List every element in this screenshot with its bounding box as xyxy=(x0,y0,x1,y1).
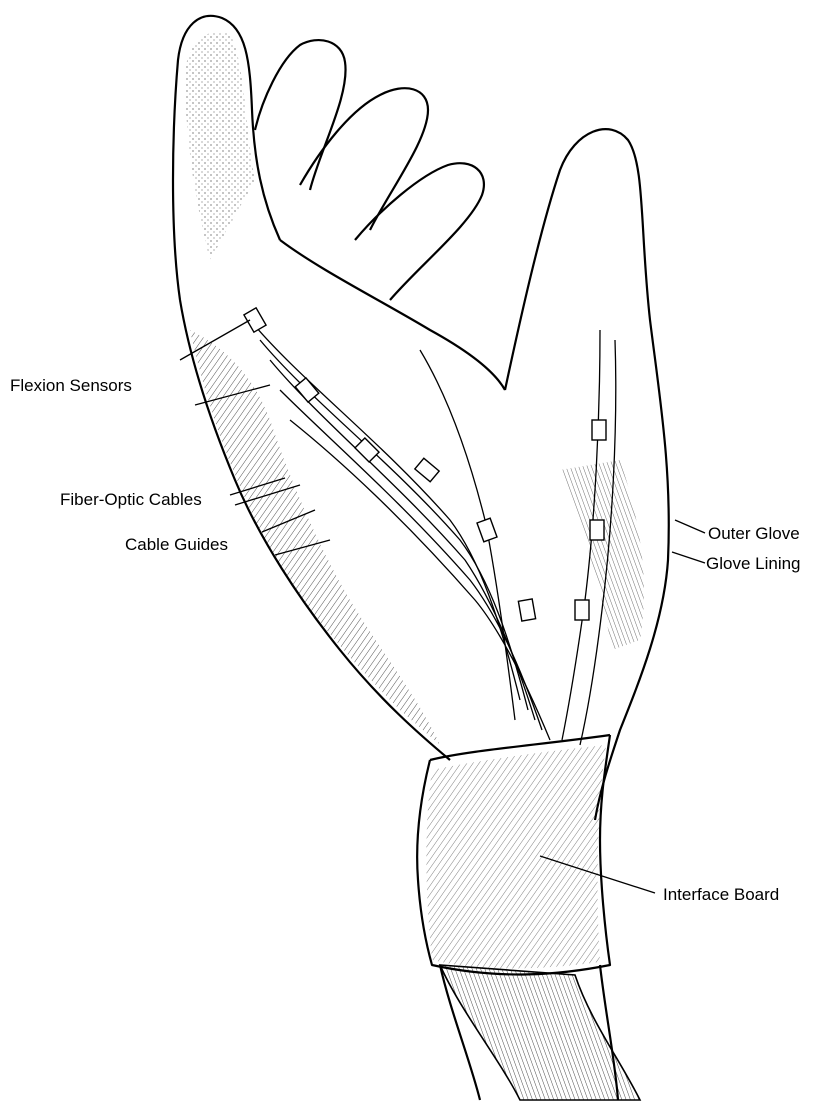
leader-glove-lining xyxy=(672,552,705,563)
cuff-shading xyxy=(426,745,606,969)
label-cable-guides: Cable Guides xyxy=(125,536,228,553)
finger-stipple xyxy=(185,32,255,260)
label-fiber-optic-cables: Fiber-Optic Cables xyxy=(60,491,202,508)
label-flexion-sensors: Flexion Sensors xyxy=(10,377,132,394)
thumb-shading xyxy=(560,460,644,650)
leader-outer-glove xyxy=(675,520,705,533)
label-glove-lining: Glove Lining xyxy=(706,555,801,572)
little-finger xyxy=(355,163,484,300)
label-interface-board: Interface Board xyxy=(663,886,779,903)
middle-finger xyxy=(255,40,346,190)
label-outer-glove: Outer Glove xyxy=(708,525,800,542)
